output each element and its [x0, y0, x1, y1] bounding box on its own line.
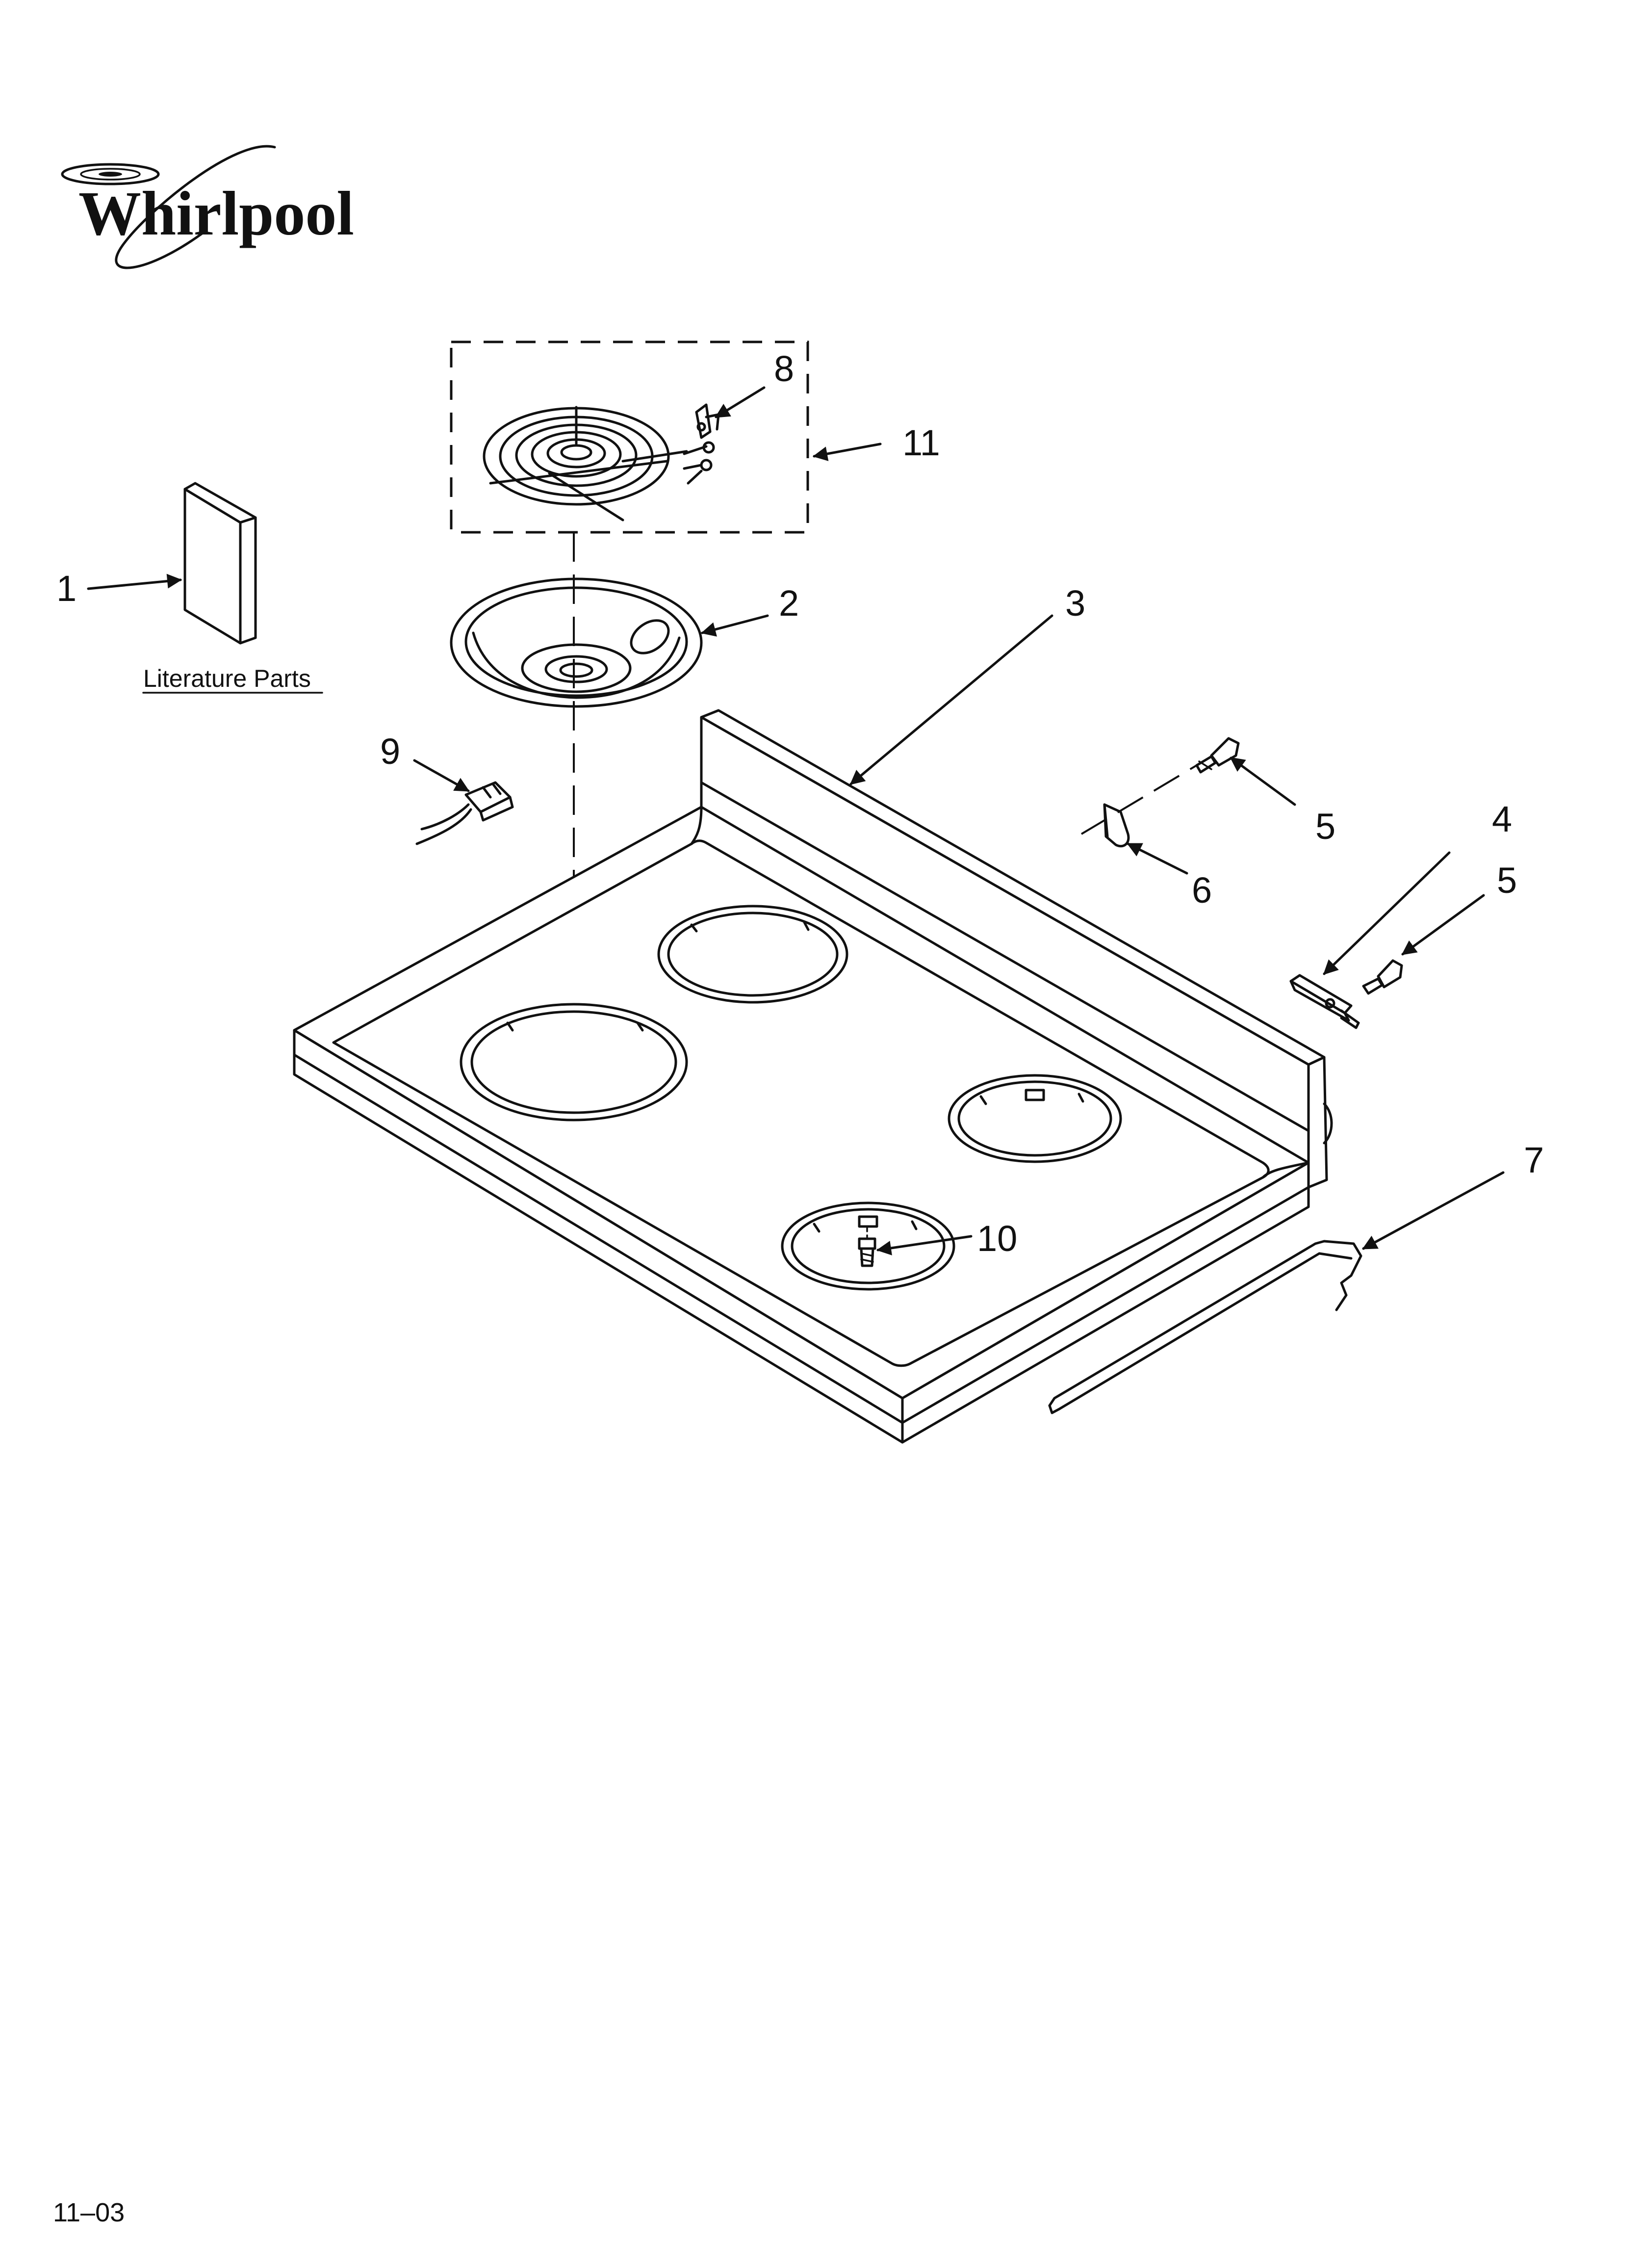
- screw-item-5-upper: [1195, 737, 1240, 774]
- bracket-item-4: [1289, 974, 1360, 1029]
- surface-element-kit-box: [450, 340, 809, 534]
- callout-numbers: 1 2 3 4 5 5 6 7 8 9 10 11: [56, 348, 1544, 1259]
- literature-parts-label: Literature Parts: [143, 665, 311, 692]
- callout-2: 2: [779, 583, 799, 624]
- surface-coil-element: [483, 403, 720, 521]
- burner-opening-left-front: [460, 1003, 688, 1121]
- clip-item-6: [1080, 764, 1198, 848]
- screw-item-5-lower: [1362, 959, 1403, 995]
- callout-7: 7: [1524, 1140, 1544, 1180]
- callout-5-lower: 5: [1497, 860, 1517, 901]
- callout-6: 6: [1192, 870, 1212, 911]
- support-rod-item-7: [1048, 1240, 1362, 1414]
- literature-parts-booklet: Literature Parts: [142, 482, 323, 694]
- screw-item-10: [858, 1225, 876, 1267]
- drip-bowl: [450, 577, 703, 708]
- callout-leaders: [87, 386, 1505, 1255]
- cooktop-main-top: [293, 709, 1333, 1444]
- callout-3: 3: [1065, 583, 1085, 624]
- callout-11: 11: [902, 422, 940, 463]
- callout-10: 10: [977, 1218, 1017, 1259]
- callout-5-upper: 5: [1315, 806, 1335, 847]
- terminal-block-connector: [415, 781, 514, 845]
- callout-1: 1: [56, 568, 77, 609]
- callout-9: 9: [380, 731, 400, 772]
- callout-8: 8: [774, 348, 794, 389]
- burner-opening-right-rear: [948, 1074, 1122, 1163]
- callout-4: 4: [1492, 799, 1512, 839]
- burner-opening-left-rear: [657, 905, 848, 1004]
- whirlpool-logo: Whirlpool: [61, 145, 354, 269]
- burner-opening-right-front: [781, 1201, 955, 1291]
- footer-revision-code: 11–03: [53, 2198, 125, 2227]
- brand-logo-text: Whirlpool: [78, 179, 354, 248]
